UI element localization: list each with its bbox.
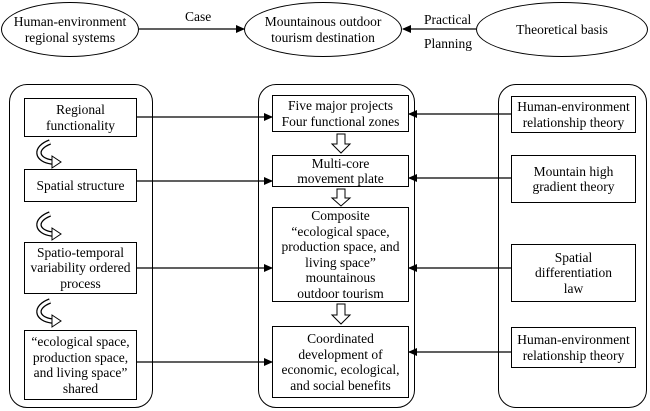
- hollow-arrow-2: [330, 188, 352, 207]
- ellipse-text-line: Mountainous outdoor: [264, 13, 382, 29]
- box-text-line: and living space”: [33, 365, 128, 380]
- box-text-line: Composite: [311, 208, 370, 223]
- shared-spaces-box: “ecological space, production space, and…: [24, 330, 137, 400]
- box-text-line: “ecological space,: [31, 334, 130, 349]
- box-text-line: Five major projects: [288, 98, 393, 113]
- left-panel: [9, 84, 153, 408]
- planning-label: Planning: [424, 36, 473, 51]
- curved-arrow-2: [36, 211, 62, 241]
- hum-env-theory-box-2: Human-environment relationship theory: [511, 327, 636, 368]
- curved-arrow-3: [36, 298, 62, 328]
- right-panel: [498, 84, 647, 408]
- five-projects-box: Five major projects Four functional zone…: [272, 95, 409, 132]
- box-text-line: Four functional zones: [281, 113, 400, 129]
- box-text-line: functionality: [46, 117, 115, 133]
- box-text-line: differentiation: [535, 265, 612, 281]
- box-text-line: Regional: [56, 102, 105, 117]
- ellipse-text-line: regional systems: [24, 29, 116, 45]
- hum-env-theory-box-1: Human-environment relationship theory: [511, 96, 636, 133]
- box-text-line: process: [60, 275, 101, 291]
- hollow-arrow-1: [330, 133, 352, 154]
- ellipse-text-line: tourism destination: [271, 29, 375, 45]
- box-text-line: production space, and: [281, 239, 400, 254]
- composite-tourism-box: Composite “ecological space, production …: [272, 207, 409, 302]
- box-text-line: economic, ecological,: [281, 362, 400, 377]
- case-label: Case: [185, 9, 212, 24]
- box-text-line: “ecological space,: [291, 223, 390, 239]
- box-text-line: living space”: [305, 254, 376, 270]
- spatial-differentiation-law-box: Spatial differentiation law: [511, 244, 636, 302]
- spatial-structure-box: Spatial structure: [24, 169, 137, 202]
- box-text-line: Mountain high: [533, 163, 614, 179]
- box-text-line: law: [563, 280, 584, 296]
- regional-functionality-box: Regional functionality: [24, 98, 137, 137]
- theoretical-basis-ellipse: Theoretical basis: [476, 2, 648, 57]
- ellipse-text-line: Theoretical basis: [516, 21, 608, 37]
- spatio-temporal-process-box: Spatio-temporal variability ordered proc…: [24, 242, 137, 294]
- mountain-gradient-theory-box: Mountain high gradient theory: [511, 155, 636, 203]
- box-text-line: development of: [298, 346, 383, 362]
- hollow-arrow-3: [330, 303, 352, 325]
- box-text-line: Multi-core: [311, 155, 370, 171]
- box-text-line: outdoor tourism: [297, 285, 384, 301]
- tourism-destination-ellipse: Mountainous outdoor tourism destination: [244, 2, 402, 57]
- human-environment-systems-ellipse: Human-environment regional systems: [1, 2, 139, 57]
- practical-label: Practical: [424, 12, 472, 27]
- coordinated-development-box: Coordinated development of economic, eco…: [272, 326, 409, 398]
- box-text-line: gradient theory: [532, 179, 615, 194]
- box-text-line: production space,: [32, 349, 129, 365]
- box-text-line: Spatial structure: [36, 177, 125, 193]
- curved-arrow-1: [36, 139, 62, 169]
- box-text-line: relationship theory: [522, 347, 625, 363]
- box-text-line: Human-environment: [517, 332, 630, 347]
- ellipse-text-line: Human-environment: [13, 13, 127, 29]
- center-panel: [258, 84, 415, 408]
- box-text-line: relationship theory: [522, 114, 625, 130]
- box-text-line: Human-environment: [517, 99, 630, 114]
- box-text-line: Spatio-temporal: [37, 244, 124, 260]
- box-text-line: Spatial: [554, 249, 593, 265]
- box-text-line: variability ordered: [30, 260, 131, 276]
- box-text-line: shared: [62, 380, 99, 396]
- box-text-line: Coordinated: [307, 331, 374, 346]
- multi-core-plate-box: Multi-core movement plate: [272, 155, 409, 187]
- box-text-line: movement plate: [297, 171, 384, 186]
- box-text-line: and social benefits: [290, 377, 391, 393]
- box-text-line: mountainous: [305, 270, 376, 285]
